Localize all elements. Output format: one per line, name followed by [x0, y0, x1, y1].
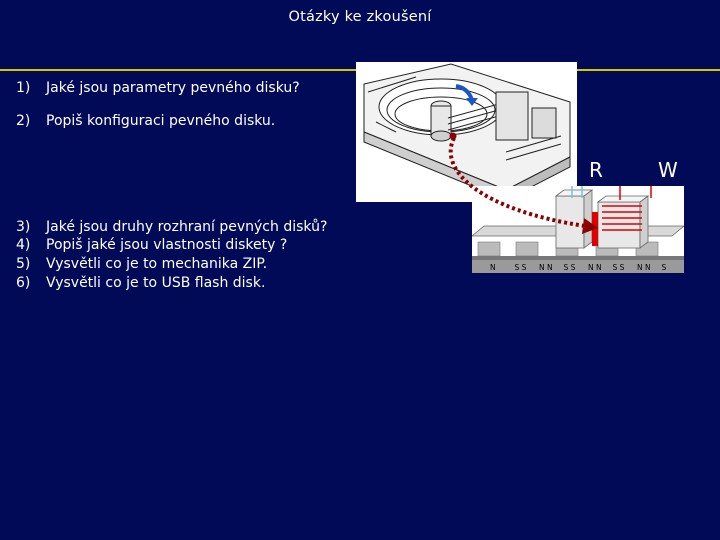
question-number: 4) — [16, 237, 31, 253]
question-2: 2) Popiš konfiguraci pevného disku. — [16, 112, 275, 131]
read-head-label: R — [589, 158, 603, 182]
tape-pole-label: S S — [515, 263, 527, 272]
question-number: 1) — [16, 80, 31, 96]
question-text: Vysvětli co je to USB flash disk. — [46, 275, 266, 291]
tape-pole-label: N N — [539, 263, 553, 272]
question-number: 3) — [16, 219, 31, 235]
question-number: 6) — [16, 275, 31, 291]
question-6: 6) Vysvětli co je to USB flash disk. — [16, 274, 265, 293]
question-number: 5) — [16, 256, 31, 272]
question-text: Popiš konfiguraci pevného disku. — [46, 113, 276, 129]
question-4: 4) Popiš jaké jsou vlastnosti diskety ? — [16, 236, 287, 255]
question-5: 5) Vysvětli co je to mechanika ZIP. — [16, 255, 267, 274]
question-text: Jaké jsou parametry pevného disku? — [46, 80, 300, 96]
question-number: 2) — [16, 113, 31, 129]
question-text: Popiš jaké jsou vlastnosti diskety ? — [46, 237, 288, 253]
tape-pole-label: S S — [613, 263, 625, 272]
slide-title: Otázky ke zkoušení — [288, 9, 432, 25]
question-text: Vysvětli co je to mechanika ZIP. — [46, 256, 268, 272]
tape-pole-label: N N — [637, 263, 651, 272]
tape-pole-label: N — [490, 263, 496, 272]
question-text: Jaké jsou druhy rozhraní pevných disků? — [46, 219, 328, 235]
question-3: 3) Jaké jsou druhy rozhraní pevných disků… — [16, 218, 327, 237]
question-1: 1) Jaké jsou parametry pevného disku? — [16, 79, 300, 98]
write-head-label: W — [658, 158, 678, 182]
tape-pole-label: S S — [564, 263, 576, 272]
tape-pole-label: N N — [588, 263, 602, 272]
tape-pole-label: S — [662, 263, 667, 272]
